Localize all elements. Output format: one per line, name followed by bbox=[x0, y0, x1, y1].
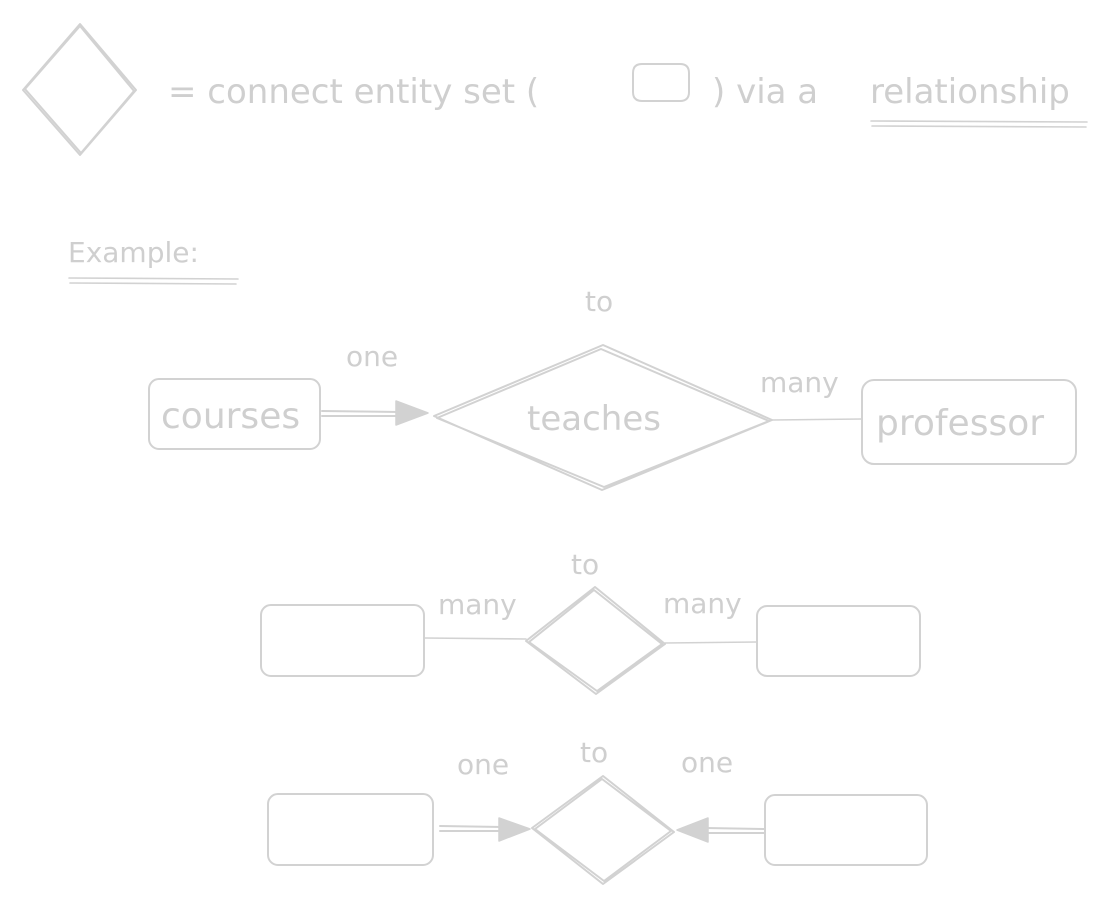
many-to-many-diagram: to many many bbox=[260, 548, 921, 695]
entity-rectangle-icon bbox=[632, 63, 690, 102]
entity-box-right bbox=[756, 605, 921, 677]
one-to-many-diagram: to courses one teaches many professor bbox=[148, 285, 1077, 491]
legend-keyword: relationship bbox=[870, 72, 1070, 112]
cardinality-right: many bbox=[663, 587, 742, 620]
connector-line-right bbox=[664, 641, 758, 644]
entity-box-left bbox=[260, 604, 425, 677]
legend-text-after: ) via a bbox=[712, 72, 818, 112]
example-heading: Example: bbox=[68, 236, 199, 269]
relationship-diamond bbox=[525, 586, 666, 695]
entity-box-right bbox=[764, 794, 928, 866]
cardinality-left: one bbox=[457, 748, 509, 781]
cardinality-left: many bbox=[438, 588, 517, 621]
connector-line bbox=[771, 418, 863, 421]
caption-to: to bbox=[585, 285, 613, 318]
relationship-diamond bbox=[531, 775, 675, 885]
arrow-head-right bbox=[676, 817, 709, 843]
relationship-label: teaches bbox=[527, 399, 661, 439]
caption-to: to bbox=[571, 548, 599, 581]
keyword-underline bbox=[870, 120, 1088, 128]
entity-box-left bbox=[267, 793, 434, 866]
arrow-head-left bbox=[498, 817, 531, 842]
entity-box-courses bbox=[148, 378, 321, 450]
diamond-icon bbox=[22, 23, 137, 156]
entity-label-professor: professor bbox=[876, 403, 1044, 444]
entity-box-professor bbox=[861, 379, 1077, 465]
arrow-line-left bbox=[439, 825, 503, 832]
arrow-head bbox=[395, 400, 429, 426]
legend-text-before: = connect entity set ( bbox=[168, 72, 539, 112]
entity-label-courses: courses bbox=[161, 396, 300, 437]
arrow-line bbox=[321, 410, 401, 417]
cardinality-right: one bbox=[681, 746, 733, 779]
caption-to: to bbox=[580, 736, 608, 769]
legend-row: = connect entity set ( ) via a relations… bbox=[22, 23, 1088, 156]
example-heading-underline bbox=[68, 277, 239, 285]
connector-line-left bbox=[423, 637, 527, 640]
one-to-one-diagram: to one one bbox=[267, 736, 928, 885]
cardinality-right: many bbox=[760, 366, 839, 399]
arrow-line-right bbox=[705, 827, 766, 834]
cardinality-left: one bbox=[346, 340, 398, 373]
